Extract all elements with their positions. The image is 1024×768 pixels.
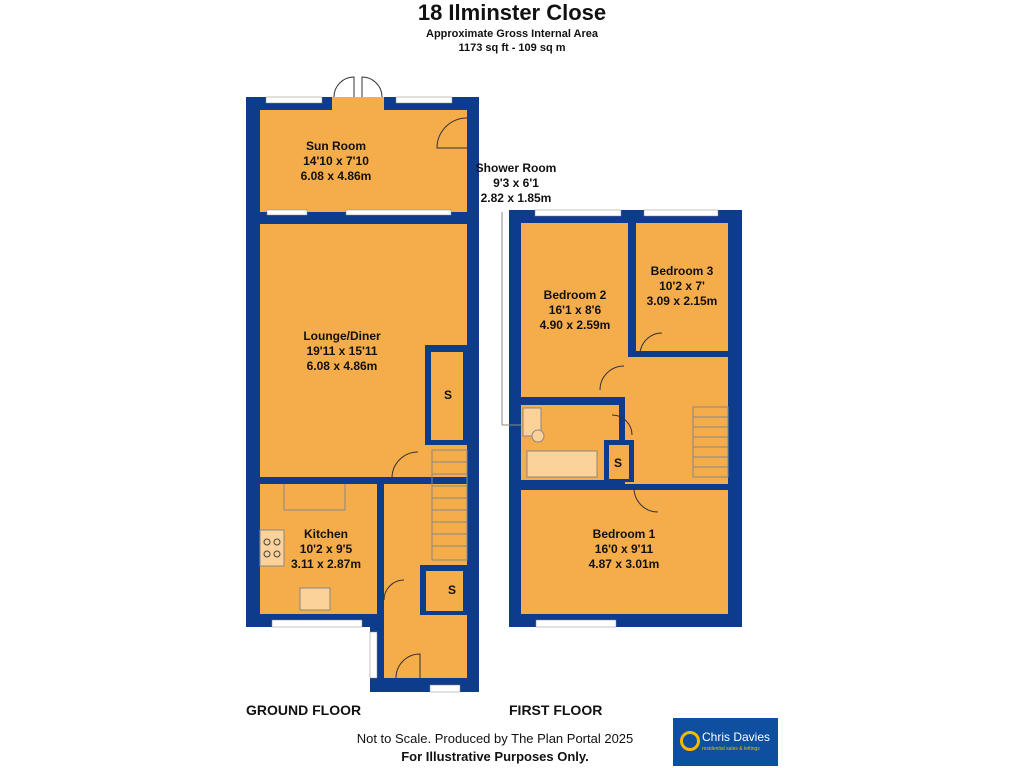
- first-floor-plan: Shower Room 9'3 x 6'1 2.82 x 1.85m Bedro…: [476, 161, 742, 628]
- bedroom2-floor: [521, 223, 628, 397]
- front-door-icon: [395, 653, 421, 679]
- shower-door-icon: [611, 414, 633, 436]
- hob-icon: [259, 529, 285, 567]
- sunroom-imperial: 14'10 x 7'10: [303, 154, 369, 168]
- bedroom2-name: Bedroom 2: [544, 288, 607, 302]
- lounge-imperial: 19'11 x 15'11: [306, 344, 377, 358]
- logo-name: Chris Davies: [702, 730, 771, 744]
- hob-ring-icon: [273, 550, 281, 558]
- bath-icon: [526, 450, 598, 478]
- lounge-door-icon: [391, 451, 419, 479]
- french-door-gap: [332, 97, 384, 110]
- plan-title: 18 Ilminster Close: [417, 0, 607, 25]
- bedroom1-window: [535, 619, 617, 628]
- sun-room-floor: [260, 110, 467, 212]
- landing-floor: [625, 357, 728, 484]
- kitchen-imperial: 10'2 x 9'5: [300, 542, 353, 556]
- logo-tagline: residential sales & lettings: [702, 746, 760, 752]
- lounge-name: Lounge/Diner: [303, 329, 381, 343]
- bedroom1-door-icon: [633, 487, 659, 513]
- sliding-door: [266, 209, 308, 216]
- sink-icon: [299, 587, 331, 611]
- internal-glazing: [345, 209, 452, 216]
- kitchen-metric: 3.11 x 2.87m: [291, 557, 361, 571]
- storage-label: S: [444, 388, 452, 402]
- bedroom2-metric: 4.90 x 2.59m: [540, 318, 611, 332]
- bedroom3-door-icon: [639, 332, 663, 356]
- ground-floor-label: GROUND FLOOR: [246, 702, 362, 718]
- storage-label: S: [448, 583, 456, 597]
- porch-front-window: [429, 684, 461, 693]
- ground-stairs: [431, 449, 468, 561]
- porch-side-window: [369, 631, 378, 679]
- first-floor-label: FIRST FLOOR: [509, 702, 603, 718]
- bedroom3-metric: 3.09 x 2.15m: [647, 294, 718, 308]
- ground-floor-plan: Sun Room 14'10 x 7'10 6.08 x 4.86m Loung…: [246, 76, 479, 693]
- bedroom3-imperial: 10'2 x 7': [659, 279, 705, 293]
- lounge-kitchen-wall: [260, 477, 384, 484]
- bedroom3-name: Bedroom 3: [651, 264, 714, 278]
- sunroom-name: Sun Room: [306, 139, 366, 153]
- bedroom3-window: [643, 209, 719, 217]
- sunroom-window-right: [395, 96, 453, 104]
- sunroom-window-left: [265, 96, 323, 104]
- hall-door-icon: [383, 579, 405, 601]
- sunroom-metric: 6.08 x 4.86m: [301, 169, 372, 183]
- sunroom-door-icon: [436, 117, 468, 149]
- hob-ring-icon: [263, 550, 271, 558]
- bedroom1-metric: 4.87 x 3.01m: [589, 557, 660, 571]
- kitchen-window: [271, 619, 363, 628]
- scale-note: Not to Scale. Produced by The Plan Porta…: [356, 731, 634, 746]
- shower-name: Shower Room: [476, 161, 557, 175]
- lounge-metric: 6.08 x 4.86m: [307, 359, 378, 373]
- first-storage-label: S: [614, 456, 622, 470]
- kitchen-hall-wall: [377, 484, 384, 614]
- disclaimer: For Illustrative Purposes Only.: [401, 749, 589, 764]
- bedroom1-imperial: 16'0 x 9'11: [595, 542, 654, 556]
- first-storage-floor: [609, 445, 629, 479]
- bedroom2-imperial: 16'1 x 8'6: [549, 303, 602, 317]
- bedroom2-window: [534, 209, 622, 217]
- bedroom3-floor: [636, 223, 728, 351]
- area-value: 1173 sq ft - 109 sq m: [458, 42, 566, 54]
- bedroom1-floor: [521, 490, 728, 614]
- area-caption: Approximate Gross Internal Area: [426, 28, 598, 40]
- hob-ring-icon: [273, 538, 281, 546]
- first-stairs: [692, 406, 729, 478]
- french-door-left-icon: [333, 76, 355, 98]
- storage-floor: [431, 352, 463, 440]
- french-door-right-icon: [361, 76, 383, 98]
- kitchen-name: Kitchen: [304, 527, 348, 541]
- shower-imperial: 9'3 x 6'1: [493, 176, 539, 190]
- agent-logo: Chris Davies residential sales & letting…: [673, 718, 778, 766]
- worktop-outline: [283, 484, 346, 511]
- logo-c-icon: [680, 731, 700, 751]
- basin-icon: [531, 429, 545, 443]
- hob-ring-icon: [263, 538, 271, 546]
- bedroom1-name: Bedroom 1: [593, 527, 656, 541]
- bedroom2-door-icon: [599, 365, 625, 391]
- shower-metric: 2.82 x 1.85m: [481, 191, 552, 205]
- storage2-floor: [426, 571, 463, 611]
